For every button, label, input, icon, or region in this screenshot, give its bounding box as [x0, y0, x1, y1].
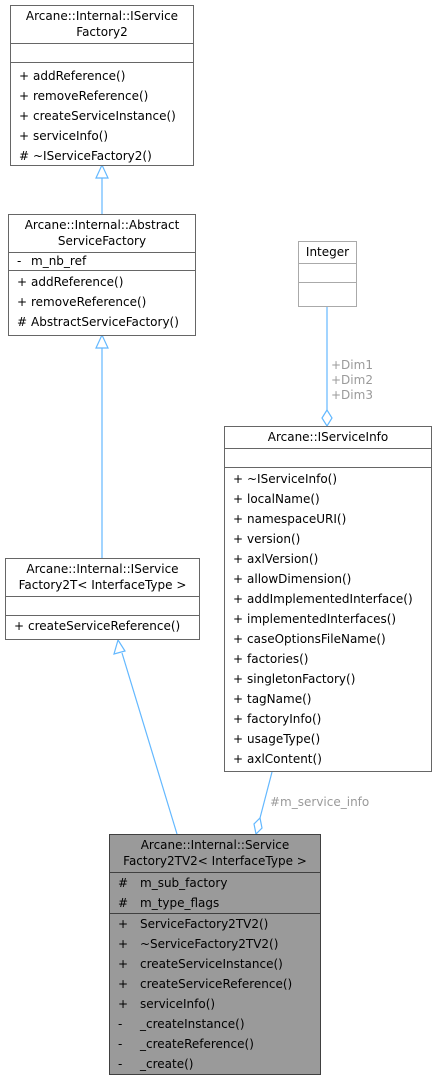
- method-row: +allowDimension(): [233, 572, 352, 586]
- edge-label-dim2: +Dim2: [331, 373, 373, 387]
- method-row: +singletonFactory(): [233, 672, 356, 686]
- method-row: +factories(): [233, 652, 309, 666]
- edge-inherit-tv2-to-factory2t: [121, 652, 178, 835]
- methods-section: +createServiceReference(): [6, 616, 199, 636]
- method-row: +createServiceReference(): [118, 977, 293, 991]
- attribute-row: #m_sub_factory: [118, 876, 228, 890]
- method-row: +~ServiceFactory2TV2(): [118, 937, 279, 951]
- edge-label-service-info: #m_service_info: [270, 795, 370, 809]
- edge-label-dims: +Dim1 +Dim2 +Dim3: [331, 358, 373, 403]
- method-row: -_create(): [118, 1057, 194, 1071]
- inherit-arrowhead-factory2t: [113, 638, 126, 655]
- class-title: Arcane::Internal::Service Factory2TV2< I…: [110, 835, 320, 873]
- class-abstractservicefactory[interactable]: Arcane::Internal::Abstract ServiceFactor…: [8, 214, 196, 336]
- edge-label-dim1: +Dim1: [331, 358, 373, 372]
- methods-section: +addReference() +removeReference() #Abst…: [9, 271, 195, 335]
- method-row: -_createReference(): [118, 1037, 254, 1051]
- aggregation-diamond-tv2: [253, 816, 263, 836]
- method-row: +removeReference(): [17, 295, 147, 309]
- method-row: +serviceInfo(): [118, 997, 216, 1011]
- attributes-section: #m_sub_factory #m_type_flags: [110, 873, 320, 914]
- method-row: +caseOptionsFileName(): [233, 632, 386, 646]
- method-row: +createServiceReference(): [14, 619, 181, 633]
- method-row: +serviceInfo(): [19, 129, 109, 143]
- attributes-section: [225, 449, 431, 468]
- inherit-arrowhead-abstract: [95, 333, 109, 349]
- method-row: -_createInstance(): [118, 1017, 245, 1031]
- attributes-section: -m_nb_ref: [9, 253, 195, 271]
- method-row: #~IServiceFactory2(): [19, 149, 152, 163]
- method-row: +~IServiceInfo(): [233, 472, 338, 486]
- class-iservicefactory2t[interactable]: Arcane::Internal::IService Factory2T< In…: [5, 558, 200, 640]
- methods-section: +addReference() +removeReference() +crea…: [11, 63, 193, 169]
- method-row: +addReference(): [19, 69, 126, 83]
- attributes-section: [11, 44, 193, 63]
- method-row: +createServiceInstance(): [19, 109, 176, 123]
- class-title: Integer: [299, 242, 356, 264]
- class-iserviceinfo[interactable]: Arcane::IServiceInfo +~IServiceInfo() +l…: [224, 426, 432, 772]
- attributes-section: [299, 264, 356, 283]
- method-row: +implementedInterfaces(): [233, 612, 397, 626]
- edge-label-dim3: +Dim3: [331, 388, 373, 402]
- class-integer[interactable]: Integer: [298, 241, 357, 307]
- method-row: +removeReference(): [19, 89, 149, 103]
- class-servicefactory2tv2[interactable]: Arcane::Internal::Service Factory2TV2< I…: [109, 834, 321, 1075]
- class-title: Arcane::Internal::Abstract ServiceFactor…: [9, 215, 195, 253]
- methods-section: [299, 283, 356, 301]
- class-title: Arcane::IServiceInfo: [225, 427, 431, 449]
- method-row: +factoryInfo(): [233, 712, 322, 726]
- class-title: Arcane::Internal::IService Factory2T< In…: [6, 559, 199, 597]
- attribute-row: -m_nb_ref: [17, 254, 87, 268]
- inherit-arrowhead-iservicefactory2: [95, 163, 109, 179]
- methods-section: +~IServiceInfo() +localName() +namespace…: [225, 468, 431, 772]
- methods-section: +ServiceFactory2TV2() +~ServiceFactory2T…: [110, 914, 320, 1074]
- method-row: +addImplementedInterface(): [233, 592, 413, 606]
- attributes-section: [6, 597, 199, 616]
- edge-aggregation-iserviceinfo-to-tv2: [259, 771, 273, 819]
- method-row: +ServiceFactory2TV2(): [118, 917, 269, 931]
- method-row: +tagName(): [233, 692, 312, 706]
- method-row: +axlContent(): [233, 752, 322, 766]
- method-row: +namespaceURI(): [233, 512, 347, 526]
- class-iservicefactory2[interactable]: Arcane::Internal::IService Factory2 +add…: [10, 5, 194, 166]
- method-row: +localName(): [233, 492, 320, 506]
- method-row: +usageType(): [233, 732, 321, 746]
- method-row: +axlVersion(): [233, 552, 319, 566]
- aggregation-diamond-iserviceinfo: [321, 408, 333, 428]
- method-row: +createServiceInstance(): [118, 957, 283, 971]
- class-title: Arcane::Internal::IService Factory2: [11, 6, 193, 44]
- method-row: +version(): [233, 532, 301, 546]
- method-row: +addReference(): [17, 275, 124, 289]
- attribute-row: #m_type_flags: [118, 896, 220, 910]
- method-row: #AbstractServiceFactory(): [17, 315, 179, 329]
